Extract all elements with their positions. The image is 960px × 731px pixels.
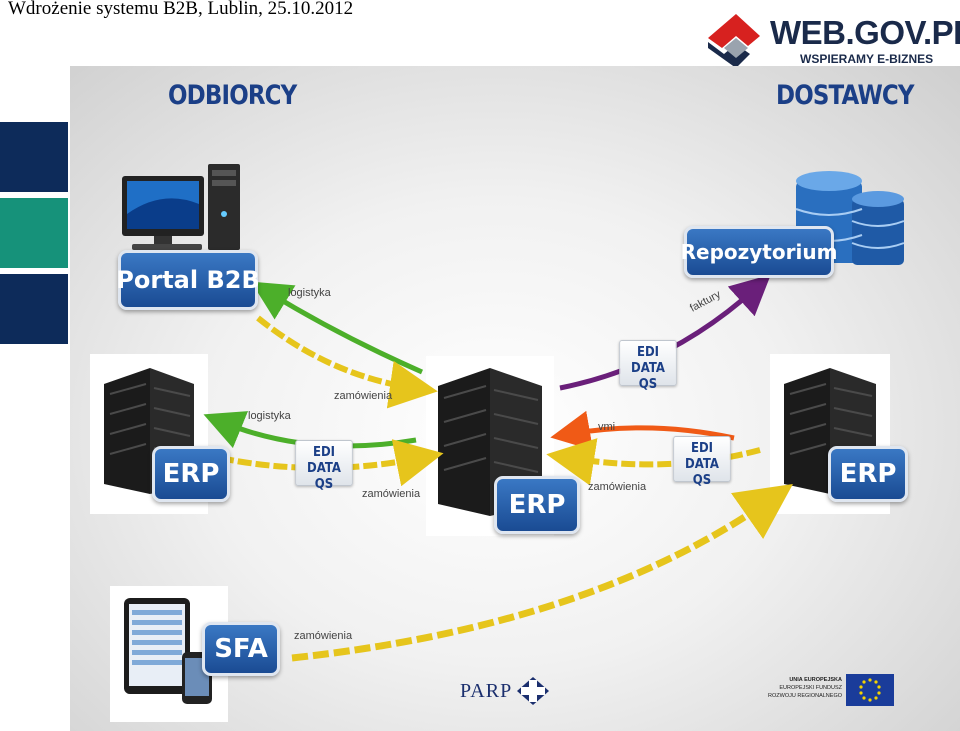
parp-wordmark: PARP: [460, 679, 513, 702]
eu-line-1: UNIA EUROPEJSKA: [789, 677, 842, 683]
section-dostawcy: DOSTAWCY: [776, 80, 915, 111]
eu-fund-logo: UNIA EUROPEJSKA EUROPEJSKI FUNDUSZ ROZWO…: [760, 674, 896, 708]
edi-top-line2: DATA QS: [630, 361, 665, 392]
label-zamowienia-right: zamówienia: [588, 481, 647, 493]
side-block-teal: [0, 198, 68, 268]
label-zamowienia-top: zamówienia: [334, 390, 393, 402]
section-odbiorcy: ODBIORCY: [168, 80, 297, 111]
edi-top-line1: EDI: [636, 345, 660, 360]
label-zamowienia-mid: zamówienia: [362, 488, 421, 500]
diagram-panel: ODBIORCY DOSTAWCY: [70, 66, 960, 731]
portal-b2b-button[interactable]: Portal B2B: [116, 250, 260, 310]
label-logistyka-mid: logistyka: [248, 410, 291, 422]
desktop-computer-icon: [122, 164, 240, 250]
webgovpl-wordmark: WEB.GOV.PL: [770, 14, 960, 51]
server-rack-center-icon: [426, 356, 554, 536]
edi-data-qs-right: EDI DATA QS: [673, 436, 731, 488]
label-vmi: vmi: [598, 421, 616, 433]
side-block-navy-bottom: [0, 274, 68, 344]
eu-flag-icon: [846, 674, 894, 706]
edi-left-line2: DATA QS: [306, 461, 341, 492]
label-logistyka-top: logistyka: [288, 287, 331, 299]
eu-line-2: EUROPEJSKI FUNDUSZ: [779, 685, 842, 691]
sfa-button[interactable]: SFA: [202, 622, 280, 676]
slide-title: Wdrożenie systemu B2B, Lublin, 25.10.201…: [8, 0, 354, 19]
repozytorium-button[interactable]: Repozytorium: [681, 226, 837, 278]
webgovpl-emblem-icon: [708, 14, 760, 68]
webgovpl-tagline: WSPIERAMY E-BIZNES: [800, 52, 934, 66]
webgovpl-logo: WEB.GOV.PL WSPIERAMY E-BIZNES: [700, 10, 960, 70]
edi-data-qs-left: EDI DATA QS: [295, 440, 353, 492]
edi-right-line2: DATA QS: [684, 457, 719, 488]
edi-right-line1: EDI: [690, 441, 714, 456]
eu-line-3: ROZWOJU REGIONALNEGO: [768, 693, 842, 699]
erp-center-button[interactable]: ERP: [494, 476, 580, 534]
edi-data-qs-top: EDI DATA QS: [619, 340, 677, 392]
erp-left-button[interactable]: ERP: [152, 446, 230, 502]
label-zamowienia-sfa: zamówienia: [294, 630, 353, 642]
parp-logo: PARP: [460, 676, 550, 706]
edi-left-line1: EDI: [312, 445, 336, 460]
side-block-navy-top: [0, 122, 68, 192]
parp-emblem-icon: [517, 677, 550, 705]
erp-right-button[interactable]: ERP: [828, 446, 908, 502]
